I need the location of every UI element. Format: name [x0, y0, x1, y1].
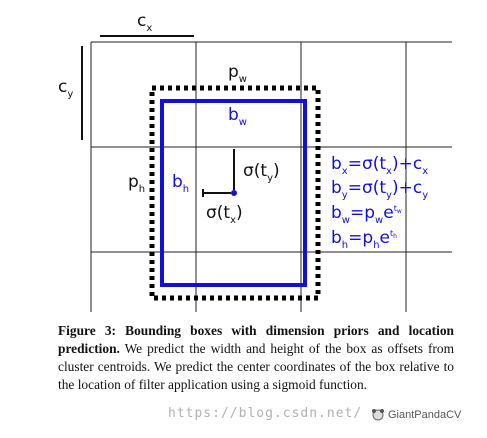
- prior-box: [149, 85, 321, 301]
- watermark-url: https://blog.csdn.net/: [168, 406, 363, 421]
- watermark-brand: GiantPandaCV: [388, 409, 462, 421]
- bounding-box-diagram: cx cy pw ph bw bh σ(ty) σ(tx) bx=σ(tx)+c…: [58, 11, 452, 312]
- figure-caption: Figure 3: Bounding boxes with dimension …: [58, 322, 454, 394]
- bw-label: bw: [228, 105, 247, 128]
- panda-logo-icon: [372, 409, 384, 421]
- bh-label: bh: [172, 172, 189, 195]
- equations: bx=σ(tx)+cx by=σ(ty)+cy bw=pwetw bh=phet…: [331, 154, 428, 251]
- equation-bw: bw=pwetw: [331, 203, 402, 226]
- equation-bx: bx=σ(tx)+cx: [331, 154, 428, 177]
- ph-label: ph: [128, 172, 145, 195]
- cx-label: cx: [137, 11, 152, 34]
- equation-bh: bh=pheth: [331, 228, 397, 251]
- caption-title: Figure 3: Bounding boxes with dimension …: [58, 323, 454, 356]
- caption-body: We predict the width and height of the b…: [58, 341, 454, 392]
- equation-by: by=σ(ty)+cy: [331, 178, 428, 201]
- center-point: [231, 190, 237, 196]
- pw-label: pw: [228, 62, 247, 85]
- cy-label: cy: [58, 77, 73, 100]
- sigma-tx-label: σ(tx): [206, 203, 243, 226]
- prediction-box: [160, 99, 307, 287]
- sigma-ty-label: σ(ty): [243, 161, 280, 184]
